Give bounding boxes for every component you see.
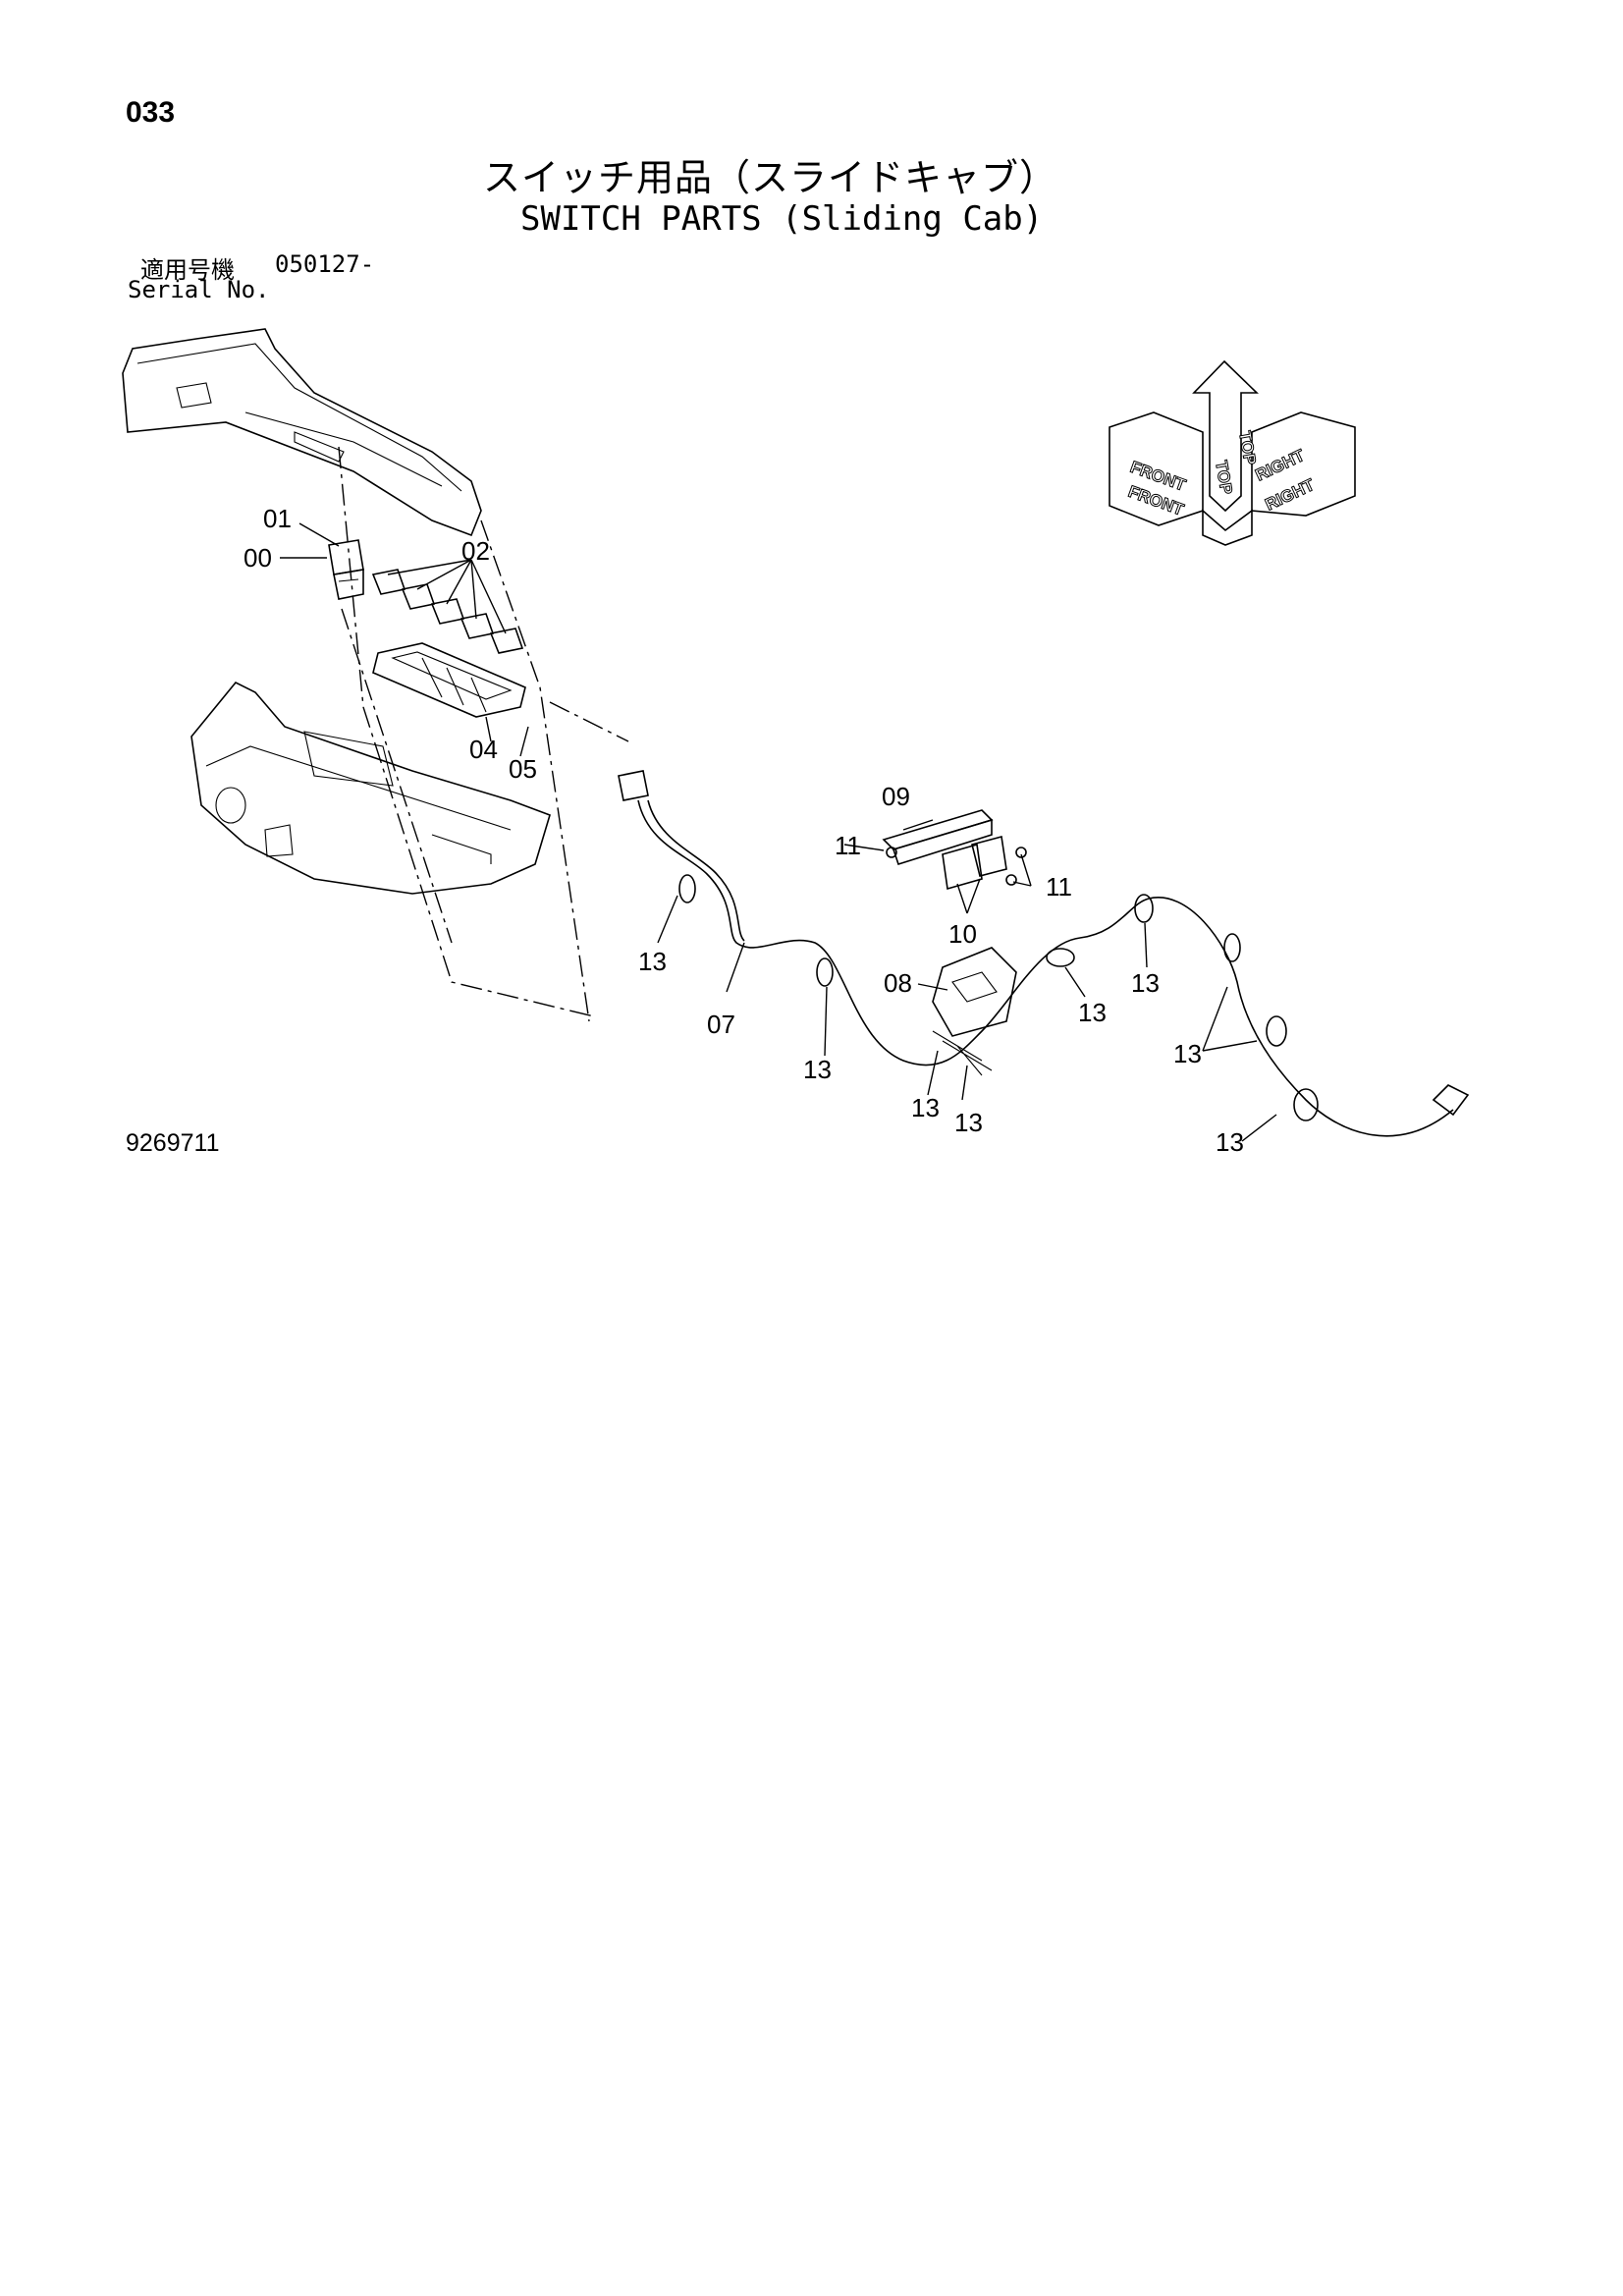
assembly-lines — [338, 446, 629, 1022]
serial-label-japanese: 適用号機 — [140, 256, 235, 284]
orientation-indicator: FRONT FRONT TOP TOP RIGHT RIGHT — [1109, 359, 1356, 546]
callout-10: 10 — [948, 919, 977, 949]
callout-07: 07 — [707, 1010, 735, 1039]
callout-13-a: 13 — [638, 947, 667, 976]
callout-02: 02 — [461, 536, 490, 566]
callout-13-g: 13 — [1173, 1039, 1202, 1068]
rocker-switch — [328, 539, 364, 600]
lower-console-cover — [190, 681, 551, 895]
callout-labels: 01 00 02 04 05 07 08 09 10 11 11 13 13 1… — [243, 504, 1244, 1157]
callout-00: 00 — [243, 543, 272, 573]
title-english: SWITCH PARTS (Sliding Cab) — [520, 199, 1044, 239]
title-japanese: スイッチ用品（スライドキャブ） — [483, 156, 1058, 199]
orientation-top-2: TOP — [1235, 429, 1260, 465]
callout-13-c: 13 — [911, 1093, 940, 1122]
bracket-assembly — [882, 809, 1027, 891]
callout-05: 05 — [509, 754, 537, 784]
blank-caps — [371, 569, 524, 654]
callout-13-h: 13 — [1216, 1127, 1244, 1157]
orientation-right-2: RIGHT — [1263, 475, 1319, 515]
callout-13-f: 13 — [1131, 968, 1160, 998]
orientation-top-1: TOP — [1212, 459, 1236, 495]
callout-13-d: 13 — [954, 1108, 983, 1137]
wire-harness — [618, 770, 1470, 1137]
leader-lines — [280, 522, 1277, 1142]
callout-01: 01 — [263, 504, 292, 533]
callout-08: 08 — [884, 968, 912, 998]
callout-11-right: 11 — [1046, 872, 1072, 902]
callout-09: 09 — [882, 782, 910, 811]
console-housing — [122, 328, 482, 537]
drawing-number: 9269711 — [126, 1129, 220, 1157]
callout-11-left: 11 — [835, 831, 861, 860]
callout-04: 04 — [469, 735, 498, 764]
serial-label-english: Serial No. — [128, 276, 270, 303]
callout-13-e: 13 — [1078, 998, 1107, 1027]
switch-panel — [372, 642, 526, 718]
callout-13-b: 13 — [803, 1055, 832, 1084]
serial-range: 050127- — [275, 250, 375, 278]
page-number: 033 — [126, 96, 176, 129]
